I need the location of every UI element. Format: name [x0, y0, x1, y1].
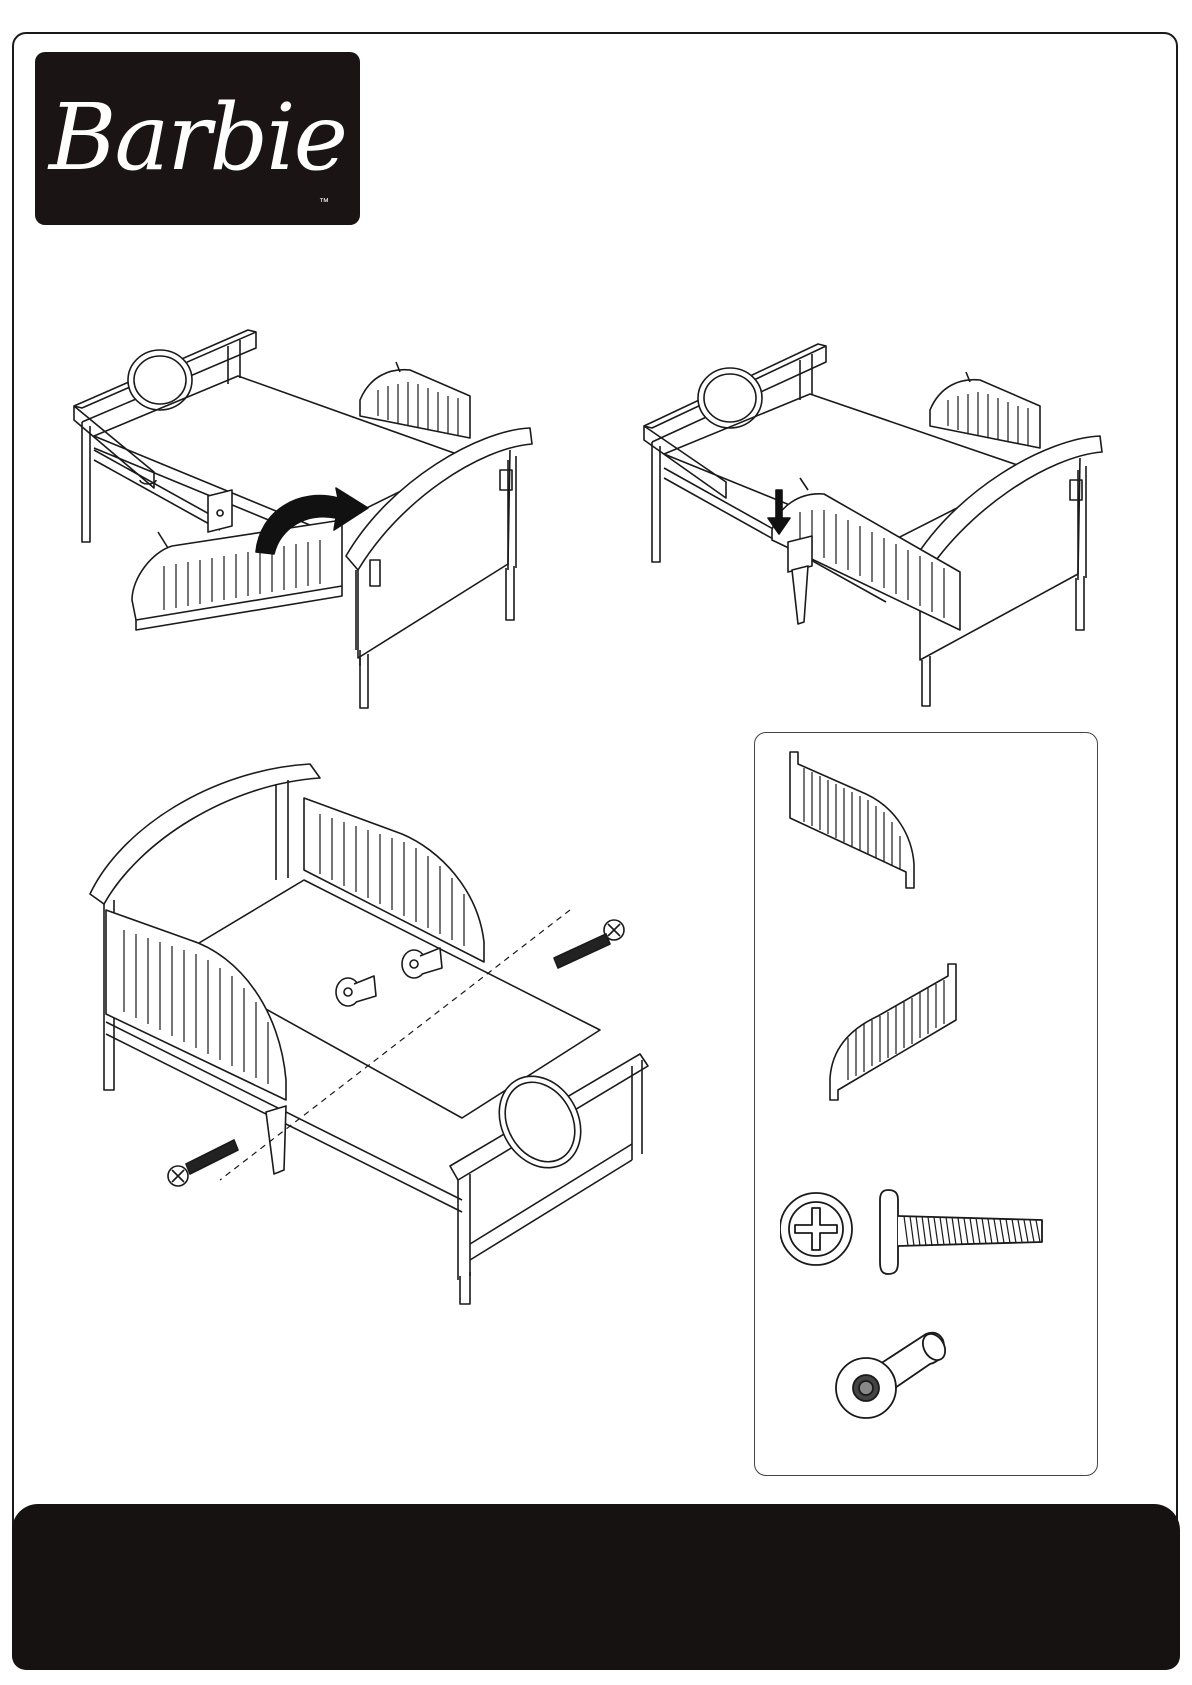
- bolt-icon: [780, 1186, 1050, 1280]
- brand-logo: Barbie ™: [35, 52, 360, 225]
- trademark-mark: ™: [319, 198, 329, 208]
- footer-band: [12, 1504, 1180, 1670]
- bed-attach-rail-rotate-illustration: [60, 320, 580, 710]
- bolt-upper-icon: [554, 920, 624, 968]
- barrel-nut-lower-icon: [336, 976, 376, 1006]
- barrel-nut-icon: [830, 1326, 950, 1422]
- bed-rail-bolt-illustration: [80, 760, 720, 1320]
- guard-rail-left-icon: [786, 748, 926, 892]
- logo-text: Barbie: [35, 92, 360, 184]
- barrel-nut-upper-icon: [402, 948, 442, 978]
- guard-rail-right-icon: [818, 960, 958, 1104]
- bed-rail-lower-illustration: [640, 330, 1140, 720]
- bolt-lower-icon: [168, 1140, 238, 1186]
